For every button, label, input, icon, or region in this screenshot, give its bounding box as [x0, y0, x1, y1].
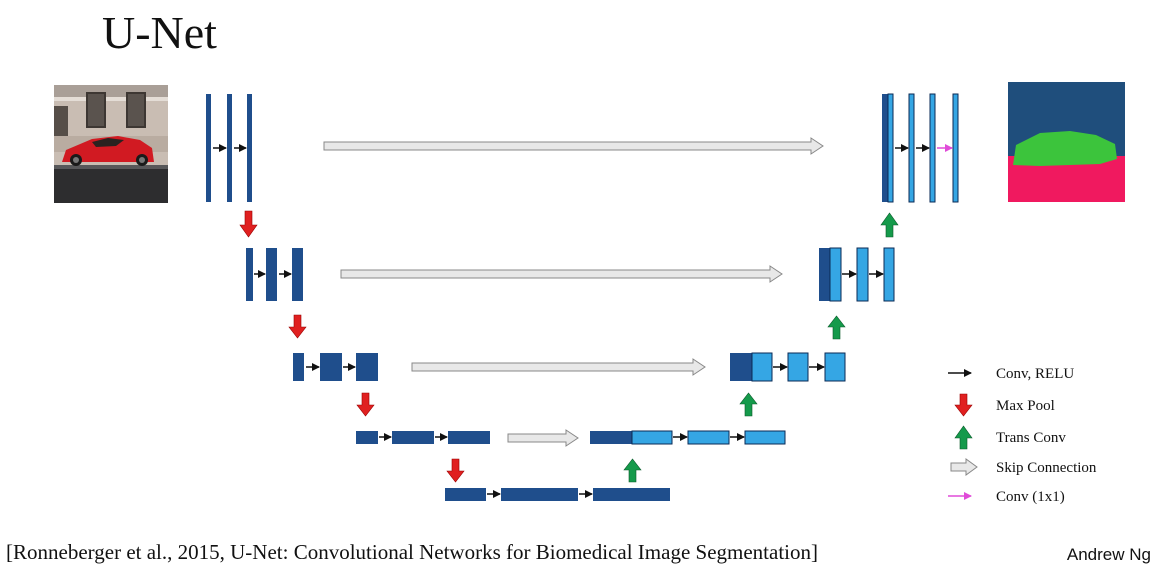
- trans-conv-arrow: [739, 392, 758, 417]
- encoder-block: [593, 488, 670, 501]
- encoder-block: [730, 353, 752, 381]
- trans-conv-arrows: [623, 212, 899, 483]
- output-segmentation-mask: [1008, 82, 1125, 202]
- max-pool-legend-icon: [954, 393, 973, 417]
- decoder-output-block: [952, 93, 959, 203]
- trans-conv-arrow: [880, 212, 899, 238]
- encoder-block: [246, 248, 253, 301]
- encoder-block: [227, 94, 232, 202]
- decoder-block: [883, 247, 895, 302]
- trans-conv-arrow: [623, 458, 642, 483]
- legend-trans-conv: Trans Conv: [996, 430, 1066, 446]
- encoder-block: [590, 431, 632, 444]
- max-pool-arrows: [239, 210, 465, 483]
- decoder-level-1: [882, 93, 959, 203]
- decoder-block: [687, 430, 730, 445]
- bottleneck: [445, 488, 670, 501]
- legend-conv-1x1: Conv (1x1): [996, 489, 1065, 505]
- decoder-block: [744, 430, 786, 445]
- encoder-block: [448, 431, 490, 444]
- encoder-block: [445, 488, 486, 501]
- decoder-level-2: [819, 247, 895, 302]
- legend-skip-connection: Skip Connection: [996, 460, 1097, 476]
- encoder-block: [882, 94, 888, 202]
- legend-max-pool: Max Pool: [996, 398, 1055, 414]
- max-pool-arrow: [446, 458, 465, 483]
- skip-connection-legend-icon: [950, 458, 978, 476]
- skip-connection-arrow: [340, 265, 783, 283]
- decoder-block: [887, 93, 894, 203]
- skip-connections: [323, 137, 824, 447]
- trans-conv-legend-icon: [954, 425, 973, 450]
- max-pool-arrow: [356, 392, 375, 417]
- encoder-block: [392, 431, 434, 444]
- max-pool-arrow: [239, 210, 258, 238]
- encoder-level-4: [356, 431, 490, 444]
- legend: Conv, RELU Max Pool Trans Conv Skip Conn…: [948, 366, 1097, 505]
- encoder-block: [206, 94, 211, 202]
- decoder-block: [908, 93, 915, 203]
- decoder-block: [929, 93, 936, 203]
- skip-connection-arrow: [323, 137, 824, 155]
- encoder-level-1: [206, 94, 252, 202]
- decoder-block: [824, 352, 846, 382]
- decoder-block: [631, 430, 673, 445]
- encoder-level-2: [246, 248, 303, 301]
- legend-conv-relu: Conv, RELU: [996, 366, 1074, 382]
- encoder-block: [819, 248, 830, 301]
- encoder-block: [247, 94, 252, 202]
- encoder-level-3: [293, 353, 378, 381]
- slide-title: U-Net: [102, 7, 217, 58]
- max-pool-arrow: [288, 314, 307, 339]
- decoder-level-4: [590, 430, 786, 445]
- decoder-level-3: [730, 352, 846, 382]
- citation: [Ronneberger et al., 2015, U-Net: Convol…: [6, 540, 818, 564]
- decoder-block: [751, 352, 773, 382]
- encoder-block: [292, 248, 303, 301]
- input-image: [54, 85, 168, 203]
- encoder-block: [266, 248, 277, 301]
- encoder-block: [501, 488, 578, 501]
- encoder-block: [293, 353, 304, 381]
- skip-connection-arrow: [507, 429, 579, 447]
- author-name: Andrew Ng: [1066, 545, 1151, 564]
- encoder-block: [356, 353, 378, 381]
- decoder-block: [856, 247, 869, 302]
- skip-connection-arrow: [411, 358, 706, 376]
- decoder-block: [787, 352, 809, 382]
- encoder-block: [320, 353, 342, 381]
- trans-conv-arrow: [827, 315, 846, 340]
- encoder-block: [356, 431, 378, 444]
- decoder-block: [829, 247, 842, 302]
